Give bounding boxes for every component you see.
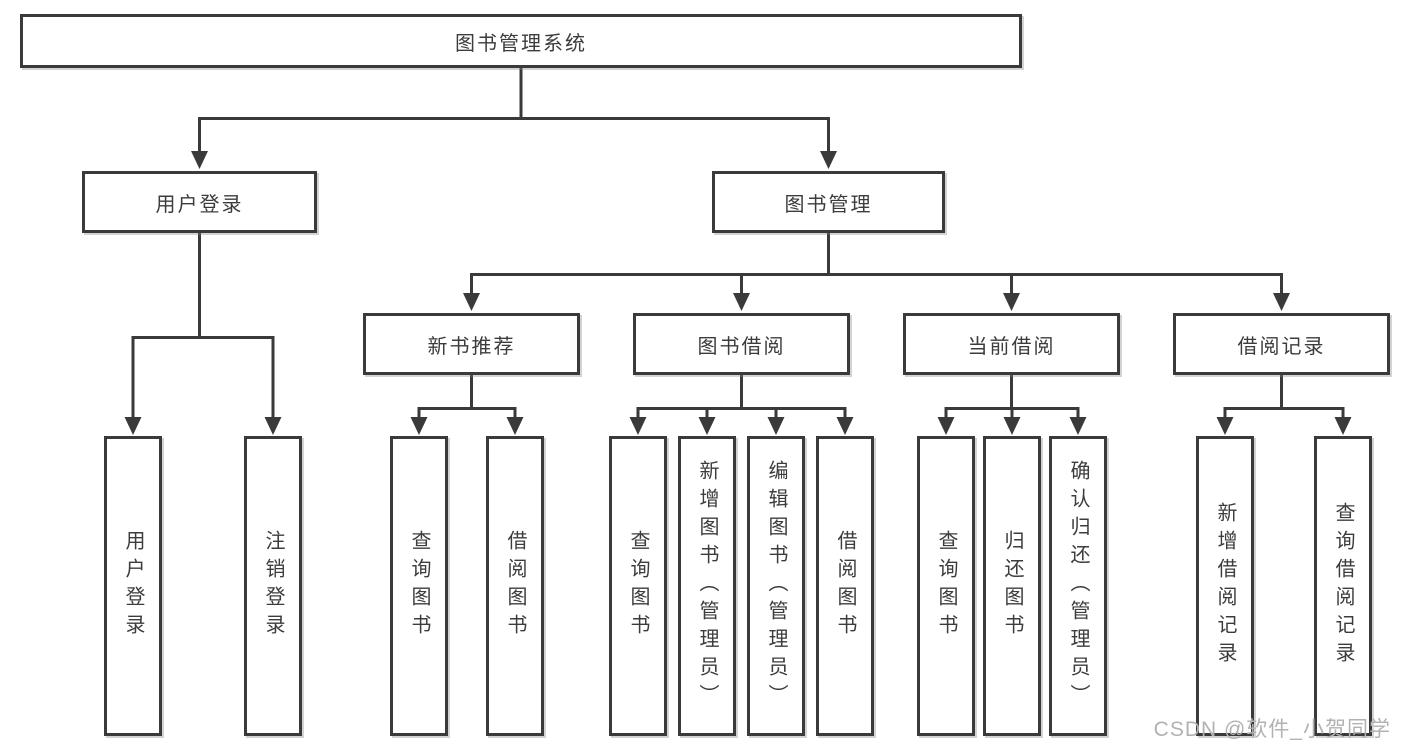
- leaf-edit-book-admin: 编辑图书（管理员）: [747, 436, 805, 736]
- arrowhead-icon: [698, 417, 716, 435]
- arrowhead-icon: [629, 417, 647, 435]
- node-root: 图书管理系统: [20, 14, 1022, 68]
- arrowhead-icon: [124, 417, 142, 435]
- node-book-borrow: 图书借阅: [633, 313, 850, 375]
- node-label: 确认归还（管理员）: [1067, 460, 1089, 712]
- node-label: 注销登录: [262, 530, 284, 642]
- leaf-borrow-book-2: 借阅图书: [816, 436, 874, 736]
- node-label: 借阅图书: [834, 530, 856, 642]
- arrowhead-icon: [1216, 417, 1234, 435]
- node-label: 图书管理系统: [455, 32, 587, 55]
- leaf-query-borrow-record: 查询借阅记录: [1314, 436, 1372, 736]
- node-label: 新书推荐: [427, 335, 516, 358]
- connector-current-borrow: [937, 373, 1087, 435]
- arrowhead-icon: [506, 417, 524, 435]
- arrowhead-icon: [733, 293, 750, 311]
- node-label: 新增图书（管理员）: [696, 460, 718, 712]
- node-label: 借阅图书: [504, 530, 526, 642]
- node-label: 用户登录: [155, 193, 244, 216]
- arrowhead-icon: [820, 151, 837, 169]
- node-label: 当前借阅: [967, 335, 1056, 358]
- connector-new-book-recommend: [410, 373, 524, 435]
- arrowhead-icon: [937, 417, 955, 435]
- connector-user-login: [124, 231, 282, 435]
- arrowhead-icon: [191, 151, 208, 169]
- arrowhead-icon: [1003, 293, 1020, 311]
- arrowhead-icon: [1273, 293, 1290, 311]
- node-user-login: 用户登录: [82, 171, 317, 233]
- node-label: 图书管理: [784, 193, 873, 216]
- leaf-logout: 注销登录: [244, 436, 302, 736]
- arrowhead-icon: [1069, 417, 1087, 435]
- leaf-query-book-3: 查询图书: [917, 436, 975, 736]
- leaf-confirm-return-admin: 确认归还（管理员）: [1049, 436, 1107, 736]
- arrowhead-icon: [463, 293, 480, 311]
- leaf-borrow-book-1: 借阅图书: [486, 436, 544, 736]
- arrowhead-icon: [767, 417, 785, 435]
- leaf-query-book-2: 查询图书: [609, 436, 667, 736]
- connector-root: [191, 66, 837, 169]
- leaf-return-book: 归还图书: [983, 436, 1041, 736]
- node-label: 编辑图书（管理员）: [765, 460, 787, 712]
- node-label: 查询图书: [935, 530, 957, 642]
- node-label: 查询图书: [408, 530, 430, 642]
- arrowhead-icon: [410, 417, 428, 435]
- node-label: 归还图书: [1001, 530, 1023, 642]
- node-book-management: 图书管理: [712, 171, 945, 233]
- node-label: 新增借阅记录: [1214, 502, 1236, 670]
- arrowhead-icon: [1003, 417, 1021, 435]
- arrowhead-icon: [1334, 417, 1352, 435]
- leaf-add-book-admin: 新增图书（管理员）: [678, 436, 736, 736]
- node-label: 查询图书: [627, 530, 649, 642]
- node-new-book-recommend: 新书推荐: [363, 313, 580, 375]
- connector-book-borrow: [629, 373, 854, 435]
- node-current-borrow: 当前借阅: [903, 313, 1120, 375]
- leaf-query-book-1: 查询图书: [390, 436, 448, 736]
- arrowhead-icon: [264, 417, 282, 435]
- node-label: 借阅记录: [1237, 335, 1326, 358]
- connector-borrow-records: [1216, 373, 1352, 435]
- node-label: 图书借阅: [697, 335, 786, 358]
- watermark: CSDN @软件_小贺同学: [1153, 718, 1391, 741]
- node-label: 查询借阅记录: [1332, 502, 1354, 670]
- arrowhead-icon: [836, 417, 854, 435]
- node-borrow-records: 借阅记录: [1173, 313, 1390, 375]
- leaf-user-login: 用户登录: [104, 436, 162, 736]
- connector-book-management: [463, 231, 1290, 311]
- leaf-add-borrow-record: 新增借阅记录: [1196, 436, 1254, 736]
- node-label: 用户登录: [122, 530, 144, 642]
